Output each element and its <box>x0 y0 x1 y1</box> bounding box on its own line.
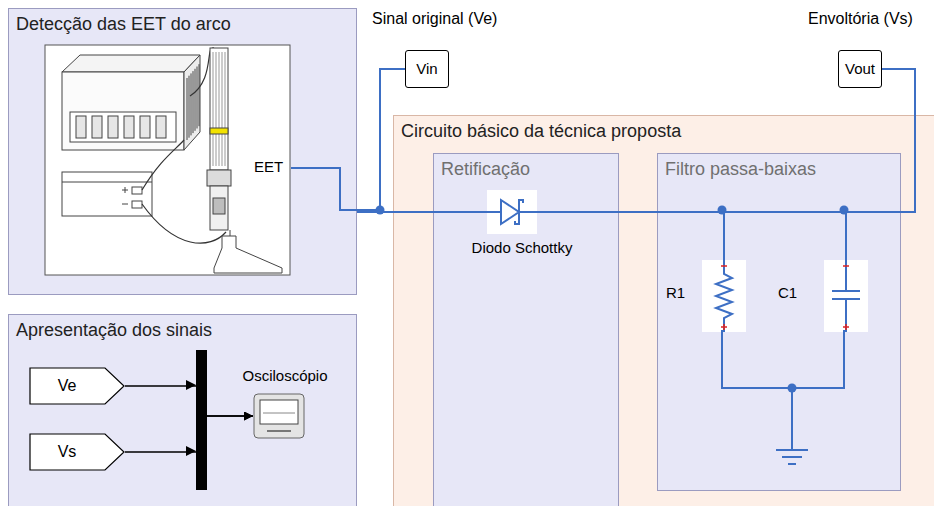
tag-shape <box>29 433 125 471</box>
capacitor-block: C1 <box>778 258 874 334</box>
component-label: Diodo Schottky <box>472 239 573 256</box>
port-name: Vin <box>416 51 437 87</box>
signal-tag: Ve <box>29 367 125 405</box>
capacitor-symbol <box>824 260 868 332</box>
bus-bar <box>196 350 207 490</box>
diode-symbol <box>487 190 537 234</box>
port-name: Vout <box>845 51 875 87</box>
panel: Diodo Schottky RetificaçãoR1 C1 Filtro pass… <box>393 115 934 506</box>
component-label: Osciloscópio <box>242 367 327 384</box>
panel-heading: Filtro passa-baixas <box>665 159 816 180</box>
panel-heading: Circuito básico da técnica proposta <box>401 121 681 142</box>
port-heading: Envoltória (Vs) <box>808 10 913 28</box>
port-box: Vin <box>405 50 449 88</box>
panel-heading: Apresentação dos sinais <box>16 320 212 341</box>
component-label: R1 <box>666 284 685 301</box>
resistor-block: R1 <box>666 258 750 334</box>
welding-setup <box>45 45 290 275</box>
tag-shape <box>29 367 125 405</box>
signal-label: EET <box>254 158 283 175</box>
signal-name: Ve <box>58 367 77 405</box>
panel: VeVs Osciloscópio Apresentação dos sinais <box>8 314 357 506</box>
port-block: Envoltória (Vs) Vout <box>800 10 930 90</box>
signal-name: Vs <box>58 433 77 471</box>
subpanel: Diodo Schottky Retificação <box>433 153 619 506</box>
oscilloscope-block: Osciloscópio <box>227 367 343 445</box>
port-box: Vout <box>838 50 882 88</box>
diode-block: Diodo Schottky <box>447 187 597 267</box>
panel-heading: Retificação <box>441 159 530 180</box>
signal-tag: Vs <box>29 433 125 471</box>
panel-heading: Detecção das EET do arco <box>16 14 231 35</box>
resistor-symbol <box>702 260 746 332</box>
subpanel: R1 C1 Filtro passa-baixas <box>657 153 901 491</box>
port-heading: Sinal original (Ve) <box>372 10 497 28</box>
component-label: C1 <box>778 284 797 301</box>
port-block: Sinal original (Ve) Vin <box>372 10 542 90</box>
scope-symbol <box>253 393 305 439</box>
